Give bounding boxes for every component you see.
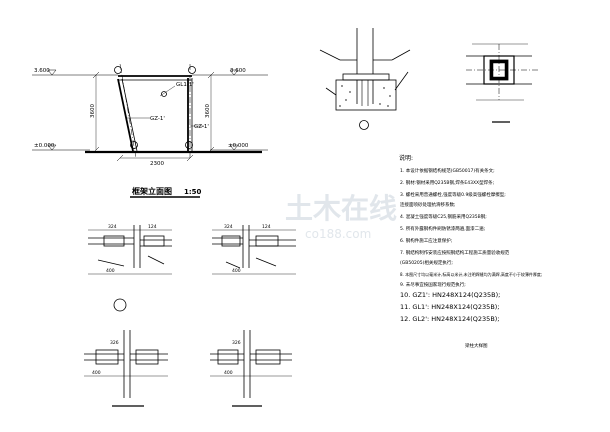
concrete-hatch xyxy=(339,85,391,107)
elevation-scale: 1:50 xyxy=(184,188,202,196)
joint-detail-a xyxy=(88,225,172,312)
note-11: 11. GL1': HN248X124(Q235B); xyxy=(400,303,500,311)
dim-height-right: 3600 xyxy=(205,104,211,118)
watermark-main: 土木在线 xyxy=(285,192,397,225)
note-6: 6. 钢构件施工应注意保护; xyxy=(400,237,452,244)
note-8: 8. 本图尺寸均以毫米计,标高以米计,未注明焊缝均为满焊,高度不小于较薄件厚度; xyxy=(400,271,542,277)
dim-top-b: 124 xyxy=(148,224,157,230)
joint-detail-b xyxy=(212,225,296,275)
note-12: 12. GL2': HN248X124(Q235B); xyxy=(400,315,500,323)
watermark-sub: co188.com xyxy=(305,227,371,241)
note-3: 3. 螺栓采用普通螺栓,强度等级0.9级高强螺栓摩擦型; xyxy=(400,191,506,198)
column-cap-plan xyxy=(466,43,538,123)
joint-detail-d xyxy=(210,330,292,407)
note-3b: 连接面喷砂处理抗滑移系数; xyxy=(400,201,456,208)
dim-top-c: 324 xyxy=(224,224,233,230)
watermark: 土木在线 co188.com xyxy=(285,192,397,241)
dim-a: 400 xyxy=(106,268,115,274)
dim-height-left: 3600 xyxy=(90,104,96,118)
joint-detail-c xyxy=(84,330,168,407)
dim-mid-b: 326 xyxy=(232,340,241,346)
level-base-left: ±0.000 xyxy=(34,143,55,149)
dim-top-a: 324 xyxy=(108,224,117,230)
dim-c: 400 xyxy=(92,370,101,376)
note-10: 10. GZ1': HN248X124(Q235B); xyxy=(400,291,500,299)
notes-heading: 说明: xyxy=(399,154,413,162)
dim-d: 400 xyxy=(224,370,233,376)
dim-span: 2300 xyxy=(150,161,164,167)
level-top-right: 3.600 xyxy=(230,68,246,74)
note-4: 4. 混凝土强度等级C25,钢筋采用Q235B钢; xyxy=(400,213,487,220)
note-7b: (GB50205)相关规定执行; xyxy=(400,259,453,266)
base-plate-section xyxy=(319,28,411,130)
dim-mid-a: 326 xyxy=(110,340,119,346)
label-beam: GL1-1' xyxy=(176,82,194,88)
notes-block: 说明: 1. 本设计依据钢结构规范(GB50017)有关条文; 2. 钢材:钢材… xyxy=(399,154,542,349)
note-2: 2. 钢材:钢材采用Q235B钢,焊条E43XX型焊条; xyxy=(400,179,494,186)
elevation-title: 框架立面图 xyxy=(132,186,172,196)
dim-top-d: 124 xyxy=(262,224,271,230)
note-7: 7. 钢结构制作安装应按照钢结构工程施工质量验收规范 xyxy=(400,249,510,256)
note-9: 9. 未尽事宜按国家现行规范执行; xyxy=(400,281,466,288)
note-5: 5. 所有外露钢构件刷防锈漆两遍,面漆二遍; xyxy=(400,225,485,232)
dim-b: 400 xyxy=(232,268,241,274)
level-base-right: ±0.000 xyxy=(228,143,249,149)
label-column-right: GZ-1' xyxy=(194,124,209,130)
level-top-left: 3.600 xyxy=(34,68,50,74)
note-1: 1. 本设计依据钢结构规范(GB50017)有关条文; xyxy=(400,167,495,174)
label-column-left: GZ-1' xyxy=(150,116,165,122)
frame-elevation xyxy=(32,63,268,198)
notes-footnote: 梁柱大样图 xyxy=(465,342,488,349)
